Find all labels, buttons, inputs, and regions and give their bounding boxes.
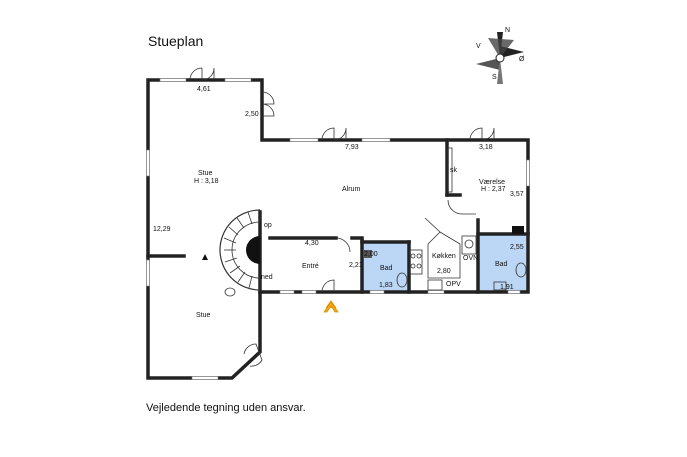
cabinet-sk: sk <box>450 167 458 174</box>
entrance-arrow-icon <box>323 300 339 313</box>
compass-west: V <box>476 43 481 50</box>
bathroom-2-floor <box>479 234 527 291</box>
dim-1-91: 1,91 <box>500 284 514 291</box>
stairs-down-label: ned <box>261 274 273 281</box>
dim-7-93: 7,93 <box>345 144 359 151</box>
dishwasher-label: OPV <box>446 281 461 288</box>
room-labels: 4,61 2,50 7,93 3,18 Stue H : 3,18 Alrum … <box>153 86 524 319</box>
room-stue-upper-height: H : 3,18 <box>194 178 219 185</box>
room-entre: Entré <box>302 263 319 270</box>
dim-2-21: 2,21 <box>349 262 363 269</box>
dim-2-55: 2,55 <box>510 244 524 251</box>
dim-3-57: 3,57 <box>510 191 524 198</box>
fixtures <box>224 147 527 297</box>
dim-1-83: 1,83 <box>379 282 393 289</box>
doors <box>189 67 495 367</box>
exterior-walls <box>146 78 530 380</box>
compass-rose-icon: N Ø V S <box>476 27 525 84</box>
room-koekken: Køkken <box>432 253 456 260</box>
dim-4-30: 4,30 <box>305 240 319 247</box>
compass-north: N <box>505 27 510 34</box>
room-stue-lower: Stue <box>196 312 211 319</box>
disclaimer: Vejledende tegning uden ansvar. <box>146 402 306 414</box>
room-vaerelse: Værelse <box>479 179 505 186</box>
room-alrum: Alrum <box>342 186 360 193</box>
oven-label: OVN <box>463 255 478 262</box>
stairs-up-label: op <box>264 222 272 229</box>
compass-south: S <box>492 74 497 81</box>
page-title: Stueplan <box>148 33 204 49</box>
room-bad-1: Bad <box>380 265 393 272</box>
dim-4-61: 4,61 <box>197 86 211 93</box>
dim-2-50: 2,50 <box>245 111 259 118</box>
dim-12-29: 12,29 <box>153 226 171 233</box>
compass-east: Ø <box>519 56 525 63</box>
windows <box>146 78 530 380</box>
room-vaerelse-height: H : 2,37 <box>481 186 506 193</box>
interior-walls <box>146 138 530 294</box>
room-stue-upper: Stue <box>198 170 213 177</box>
dim-2-00: 2,00 <box>364 251 378 258</box>
dim-2-80: 2,80 <box>437 268 451 275</box>
dim-3-18: 3,18 <box>479 144 493 151</box>
room-bad-2: Bad <box>495 261 508 268</box>
spiral-staircase <box>202 209 261 291</box>
